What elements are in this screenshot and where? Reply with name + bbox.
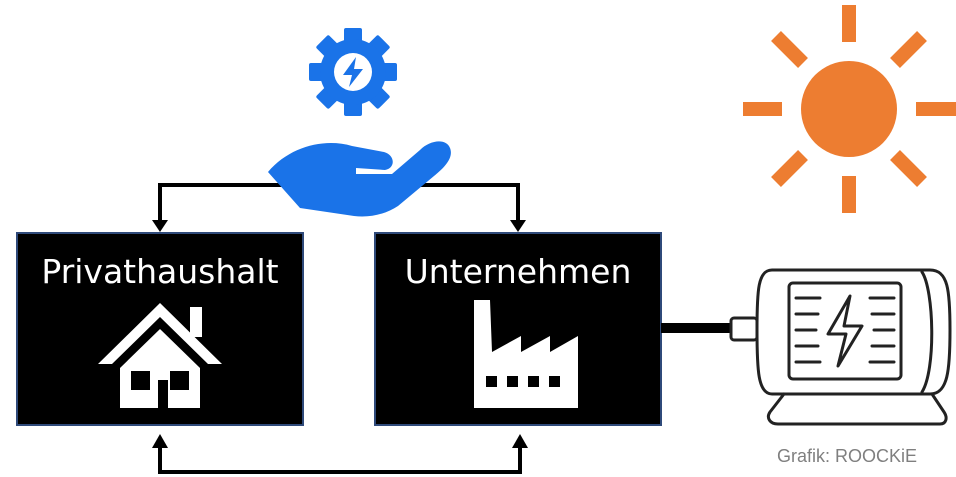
image-credit: Grafik: ROOCKiE bbox=[777, 446, 918, 466]
electric-generator-icon bbox=[755, 268, 952, 426]
supply-connector bbox=[152, 183, 526, 232]
house-icon bbox=[98, 303, 222, 408]
factory-icon bbox=[474, 300, 578, 408]
company-label: Unternehmen bbox=[404, 252, 632, 291]
sun-icon bbox=[743, 5, 956, 213]
household-label: Privathaushalt bbox=[41, 252, 279, 291]
exchange-connector bbox=[152, 434, 528, 474]
hand-with-lightning-gear-icon bbox=[268, 28, 451, 217]
power-cable bbox=[661, 316, 759, 342]
